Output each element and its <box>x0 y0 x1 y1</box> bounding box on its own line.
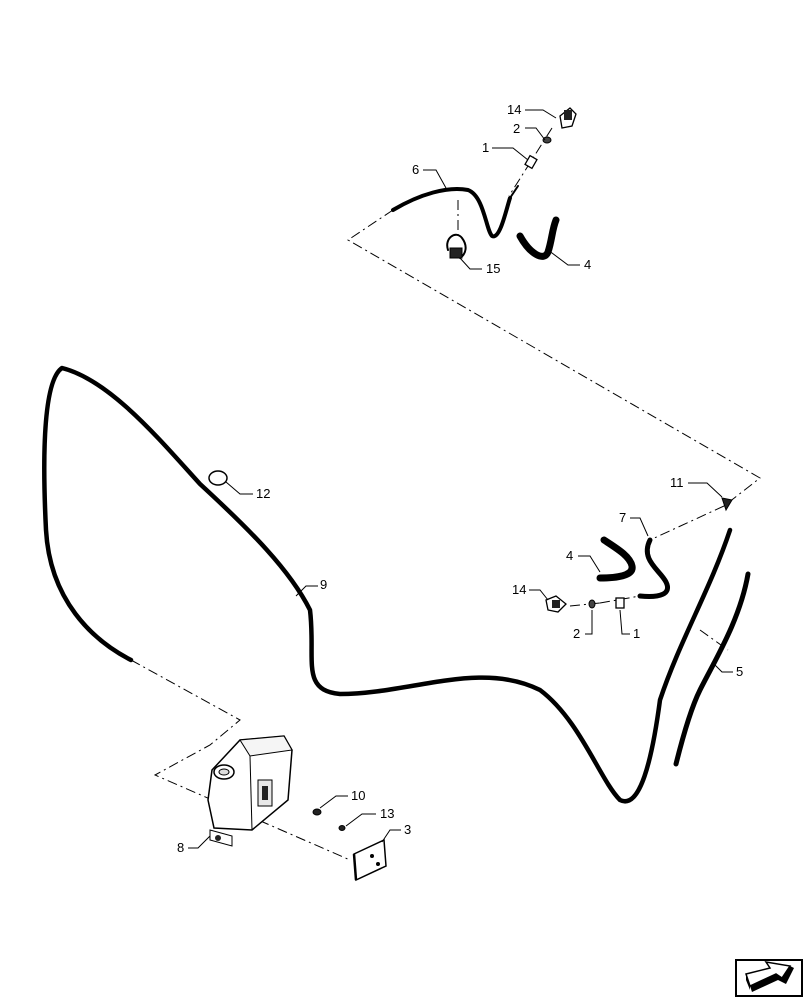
connector-1-top <box>524 154 538 170</box>
callout-11: 11 <box>670 475 684 490</box>
callout-9: 9 <box>320 577 327 592</box>
callout-10: 10 <box>351 788 365 803</box>
callout-labels: 14 2 1 6 15 4 12 9 11 7 4 14 2 1 5 10 13… <box>177 102 743 855</box>
callout-1-right: 1 <box>633 626 640 641</box>
connector-1-right <box>615 597 625 609</box>
screw-10 <box>312 808 322 816</box>
callout-8: 8 <box>177 840 184 855</box>
callout-7: 7 <box>619 510 626 525</box>
callout-2-right: 2 <box>573 626 580 641</box>
callout-1-top: 1 <box>482 140 489 155</box>
hose-6 <box>391 185 519 239</box>
next-view-arrow-icon[interactable] <box>735 959 803 997</box>
washer-2-top <box>542 136 552 144</box>
hose-7 <box>637 537 670 599</box>
callout-4-right: 4 <box>566 548 573 563</box>
callout-14-right: 14 <box>512 582 526 597</box>
hose-5 <box>673 571 751 767</box>
nozzle-14-right <box>545 595 567 613</box>
callout-5: 5 <box>736 664 743 679</box>
callout-6: 6 <box>412 162 419 177</box>
nozzle-14-top <box>559 107 577 129</box>
washer-2-right <box>588 599 596 609</box>
bracket-3 <box>352 838 387 882</box>
elbow-hose-4-top <box>516 216 560 260</box>
assembly-center-lines <box>130 127 761 861</box>
callout-3: 3 <box>404 822 411 837</box>
callout-2-top: 2 <box>513 121 520 136</box>
callout-12: 12 <box>256 486 270 501</box>
hose-9 <box>42 365 733 804</box>
clip-15 <box>446 233 467 259</box>
callout-14-top: 14 <box>507 102 521 117</box>
reservoir-tank-8 <box>207 735 293 847</box>
callout-15: 15 <box>486 261 500 276</box>
nut-13 <box>338 825 346 831</box>
callout-4-top: 4 <box>584 257 591 272</box>
ring-12 <box>208 470 228 486</box>
leader-lines <box>188 109 733 849</box>
check-valve-11 <box>721 497 733 512</box>
callout-13: 13 <box>380 806 394 821</box>
elbow-hose-4-right <box>596 536 636 582</box>
